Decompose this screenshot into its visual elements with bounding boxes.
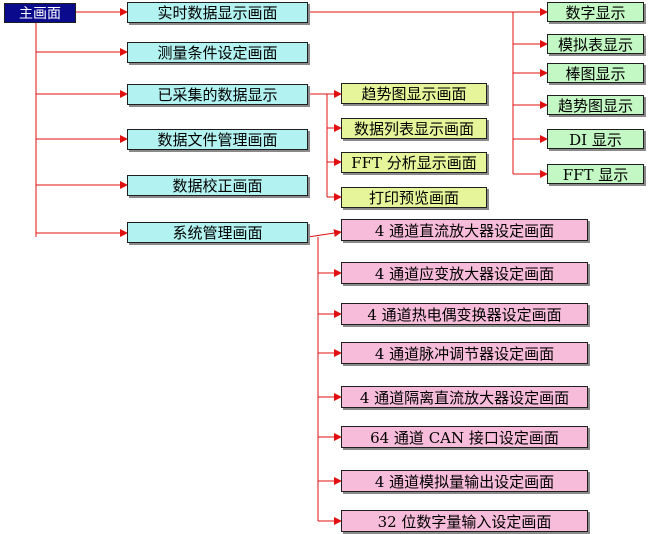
main-screen-node: 主画面 [4, 3, 76, 23]
trend-graph-display-node: 趋势图显示 [547, 95, 644, 115]
can-interface-settings-node: 64 通道 CAN 接口设定画面 [341, 426, 588, 448]
data-list-display-screen-node: 数据列表显示画面 [341, 118, 487, 139]
collected-data-display-node: 已采集的数据显示 [127, 84, 308, 105]
data-calibration-screen-node: 数据校正画面 [127, 175, 308, 196]
system-management-screen-node: 系统管理画面 [127, 222, 308, 243]
fft-analysis-display-screen-node: FFT 分析显示画面 [341, 152, 487, 173]
connector-arrow [307, 229, 342, 238]
bar-graph-display-node: 棒图显示 [547, 63, 644, 83]
measurement-settings-screen-node: 测量条件设定画面 [127, 42, 308, 63]
pulse-conditioner-settings-node: 4 通道脉冲调节器设定画面 [341, 342, 588, 364]
thermocouple-converter-settings-node: 4 通道热电偶变换器设定画面 [341, 303, 588, 325]
digital-input-settings-node: 32 位数字量输入设定画面 [341, 510, 588, 532]
isolated-dc-amplifier-settings-node: 4 通道隔离直流放大器设定画面 [341, 386, 588, 408]
digital-display-node: 数字显示 [547, 2, 644, 22]
di-display-node: DI 显示 [547, 129, 644, 149]
data-file-management-screen-node: 数据文件管理画面 [127, 129, 308, 150]
fft-display-node: FFT 显示 [547, 164, 644, 184]
trend-graph-display-screen-node: 趋势图显示画面 [341, 83, 487, 104]
dc-amplifier-settings-node: 4 通道直流放大器设定画面 [341, 219, 588, 241]
analog-meter-display-node: 模拟表显示 [547, 34, 644, 54]
print-preview-screen-node: 打印预览画面 [341, 187, 487, 208]
analog-output-settings-node: 4 通道模拟量输出设定画面 [341, 470, 588, 492]
realtime-display-screen-node: 实时数据显示画面 [127, 2, 308, 23]
strain-amplifier-settings-node: 4 通道应变放大器设定画面 [341, 262, 588, 284]
